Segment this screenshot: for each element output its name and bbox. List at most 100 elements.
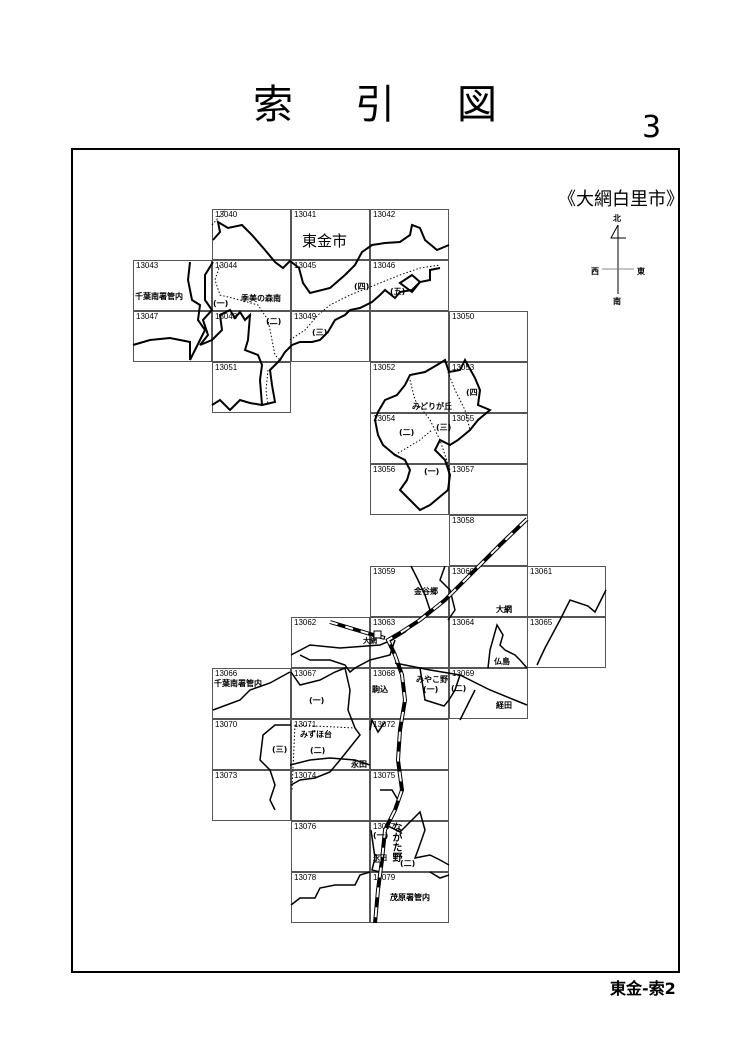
grid-cell[interactable]: 13059 (370, 566, 449, 617)
grid-cell[interactable]: 13062 (291, 617, 370, 668)
grid-cell[interactable]: 13055 (449, 413, 528, 464)
label-district: (一) (423, 685, 439, 694)
cell-number: 13054 (373, 414, 396, 423)
cell-number: 13076 (294, 822, 317, 831)
label-komagome: 駒込 (372, 685, 388, 694)
compass-west: 西 (591, 267, 599, 276)
label-chiba-minami-south: 千葉南署管内 (214, 679, 262, 688)
grid-cell[interactable]: 13073 (212, 770, 291, 821)
grid-cell[interactable]: 13067 (291, 668, 370, 719)
grid-cell[interactable]: 13048 (212, 311, 291, 362)
compass-north: 北 (613, 214, 621, 223)
label-mobara: 茂原署管内 (390, 893, 430, 902)
grid-cell[interactable]: 13068 (370, 668, 449, 719)
label-district: (二) (400, 859, 416, 868)
label-district: (一) (373, 831, 389, 840)
cell-number: 13046 (373, 261, 396, 270)
label-district: (一) (424, 467, 440, 476)
label-district: (二) (451, 684, 467, 693)
grid-cell[interactable]: 13071 (291, 719, 370, 770)
grid-cell[interactable]: 13042 (370, 209, 449, 260)
label-district: (一) (213, 299, 229, 308)
label-miyakono: みやこ野 (416, 675, 448, 684)
cell-number: 13060 (452, 567, 475, 576)
grid-cell[interactable]: 13050 (449, 311, 528, 362)
cell-number: 13058 (452, 516, 475, 525)
label-oami-station: 大網 (363, 637, 377, 645)
grid-cell[interactable]: 13078 (291, 872, 370, 923)
grid-cell[interactable]: 13065 (527, 617, 606, 668)
label-district: (三) (272, 745, 288, 754)
cell-number: 13075 (373, 771, 396, 780)
grid-cell[interactable]: 13047 (133, 311, 212, 362)
label-district: (二) (310, 746, 326, 755)
label-district: (三) (436, 423, 452, 432)
grid-cell[interactable]: 13045 (291, 260, 370, 311)
cell-number: 13056 (373, 465, 396, 474)
grid-cell[interactable]: 13057 (449, 464, 528, 515)
label-kiminomori-minami: 季美の森南 (241, 294, 281, 303)
cell-number: 13057 (452, 465, 475, 474)
sheet-code: 東金-索2 (610, 979, 676, 998)
page-number: 3 (642, 110, 662, 145)
label-togane-city: 東金市 (302, 232, 348, 250)
cell-number: 13074 (294, 771, 317, 780)
cell-number: 13042 (373, 210, 396, 219)
cell-number: 13071 (294, 720, 317, 729)
label-kyoden: 経田 (496, 701, 512, 710)
grid-cell[interactable]: 13041 (291, 209, 370, 260)
cell-number: 13050 (452, 312, 475, 321)
oami-station-icon (373, 630, 382, 639)
grid-cell[interactable]: 13069 (449, 668, 528, 719)
grid-cell[interactable]: 13076 (291, 821, 370, 872)
label-midorigaoka: みどりが丘 (412, 402, 452, 411)
cell-number: 13069 (452, 669, 475, 678)
nagata-station-icon (374, 854, 382, 863)
label-nagata: 永田 (351, 760, 367, 769)
grid-cell[interactable]: 13046 (370, 260, 449, 311)
label-district: (五) (390, 287, 406, 296)
label-district: (四) (466, 388, 482, 397)
cell-number: 13070 (215, 720, 238, 729)
cell-number: 13065 (530, 618, 553, 627)
grid-cell[interactable]: 13063 (370, 617, 449, 668)
grid-cell[interactable]: 13051 (212, 362, 291, 413)
cell-number: 13078 (294, 873, 317, 882)
grid-cell[interactable]: 13044 (212, 260, 291, 311)
label-mizuhodai: みずほ台 (300, 730, 332, 739)
cell-number: 13044 (215, 261, 238, 270)
cell-number: 13051 (215, 363, 238, 372)
grid-cell[interactable] (370, 311, 449, 362)
label-district: (一) (309, 696, 325, 705)
grid-cell[interactable]: 13040 (212, 209, 291, 260)
cell-number: 13062 (294, 618, 317, 627)
cell-number: 13067 (294, 669, 317, 678)
compass-east: 東 (637, 267, 645, 276)
grid-cell[interactable]: 13049 (291, 311, 370, 362)
cell-number: 13048 (215, 312, 238, 321)
compass-arrow-icon (602, 224, 634, 294)
grid-cell[interactable]: 13079 (370, 872, 449, 923)
grid-cell[interactable]: 13052 (370, 362, 449, 413)
label-district: (二) (399, 428, 415, 437)
label-chiba-minami-north: 千葉南署管内 (135, 292, 183, 301)
cell-number: 13073 (215, 771, 238, 780)
grid-cell[interactable]: 13058 (449, 515, 528, 566)
label-hotokejima: 仏島 (494, 657, 510, 666)
grid-cell[interactable]: 13054 (370, 413, 449, 464)
cell-number: 13055 (452, 414, 475, 423)
map-frame (71, 148, 680, 973)
grid-cell[interactable]: 13075 (370, 770, 449, 821)
cell-number: 13052 (373, 363, 396, 372)
label-nagatano: ながた野 (390, 822, 401, 862)
grid-cell[interactable]: 13070 (212, 719, 291, 770)
cell-number: 13077 (373, 822, 396, 831)
cell-number: 13040 (215, 210, 238, 219)
grid-cell[interactable]: 13066 (212, 668, 291, 719)
label-oami: 大網 (496, 605, 512, 614)
grid-cell[interactable]: 13043 (133, 260, 212, 311)
label-kanayago: 金谷郷 (414, 587, 438, 596)
cell-number: 13041 (294, 210, 317, 219)
cell-number: 13063 (373, 618, 396, 627)
cell-number: 13064 (452, 618, 475, 627)
